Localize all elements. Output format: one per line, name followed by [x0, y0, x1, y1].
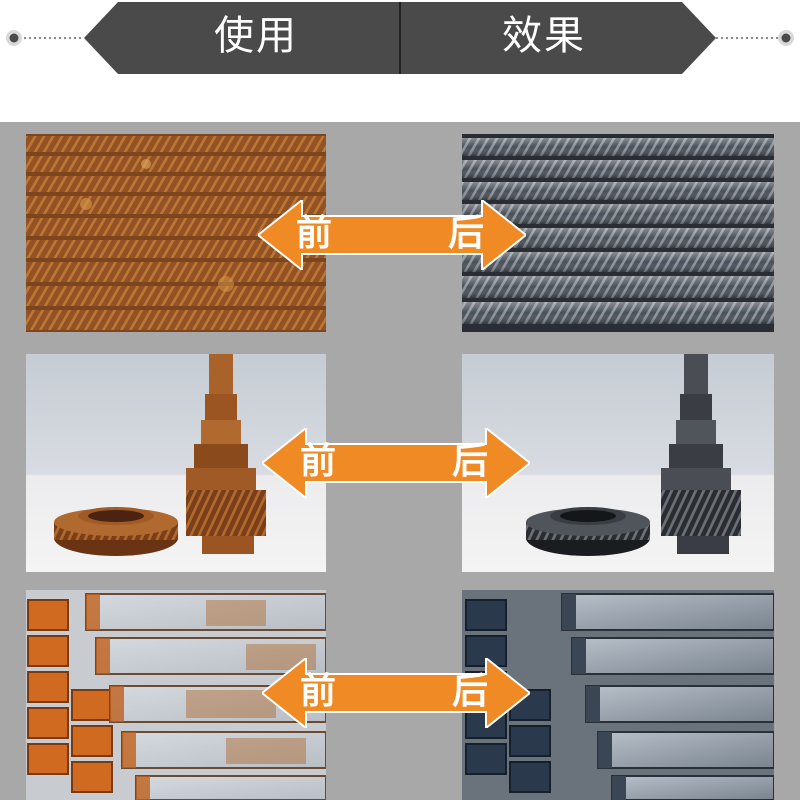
before-label: 前 [299, 441, 336, 482]
clean-channel-steel-photo [462, 590, 774, 800]
banner-shape [6, 2, 794, 74]
comparison-area: 前 后 [0, 122, 800, 800]
header-right-title: 效果 [502, 13, 586, 59]
after-label: 后 [451, 441, 488, 482]
before-label: 前 [295, 213, 332, 254]
before-label: 前 [299, 671, 336, 712]
clean-rebar-photo [462, 134, 774, 332]
after-label: 后 [451, 671, 488, 712]
header-left-title: 使用 [214, 13, 298, 59]
header-banner: 使用 效果 [0, 0, 800, 110]
after-label: 后 [447, 213, 484, 254]
